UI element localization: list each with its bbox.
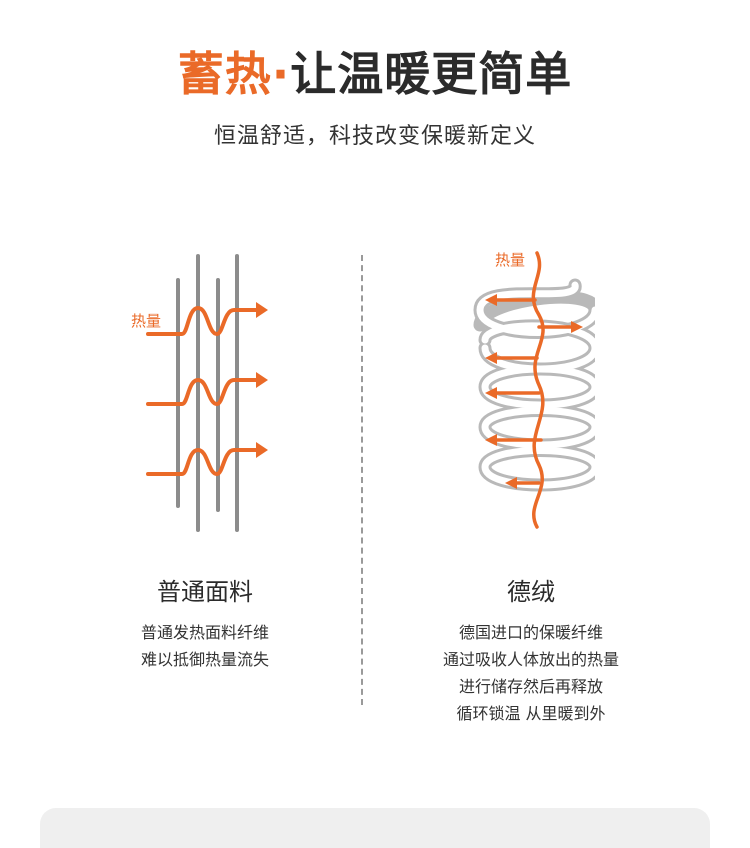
heat-flow-arrow-icon (148, 308, 256, 334)
description-line: 通过吸收人体放出的热量 (381, 646, 681, 673)
description-line: 普通发热面料纤维 (55, 619, 355, 646)
left-heat-label: 热量 (131, 310, 161, 331)
title-accent: 蓄热 (178, 47, 272, 101)
description-line: 难以抵御热量流失 (55, 646, 355, 673)
right-column-description: 德国进口的保暖纤维 通过吸收人体放出的热量 进行储存然后再释放 循环锁温 从里暖… (381, 619, 681, 727)
heat-flow-arrow-icon (148, 450, 256, 474)
left-column-title: 普通面料 (75, 572, 335, 607)
heat-flow-arrowhead (256, 442, 268, 458)
column-divider (361, 255, 363, 705)
heat-flow-arrow-icon (148, 380, 256, 404)
description-line: 德国进口的保暖纤维 (381, 619, 681, 646)
heat-flow-arrowhead (256, 372, 268, 388)
subtitle: 恒温舒适，科技改变保暖新定义 (0, 118, 750, 150)
title-separator: · (272, 47, 290, 101)
description-line: 循环锁温 从里暖到外 (381, 700, 681, 727)
heat-flow-arrowhead (256, 302, 268, 318)
regular-fabric-illustration (120, 248, 280, 538)
right-column-title: 德绒 (401, 572, 661, 607)
heat-flow-arrows (148, 302, 268, 474)
right-heat-label: 热量 (495, 249, 525, 270)
derong-coil-illustration (455, 245, 595, 535)
title-main: 让温暖更简单 (290, 47, 572, 101)
next-section-panel (40, 808, 710, 848)
left-column-description: 普通发热面料纤维 难以抵御热量流失 (55, 619, 355, 673)
description-line: 进行储存然后再释放 (381, 673, 681, 700)
page-title: 蓄热·让温暖更简单 (0, 38, 750, 104)
